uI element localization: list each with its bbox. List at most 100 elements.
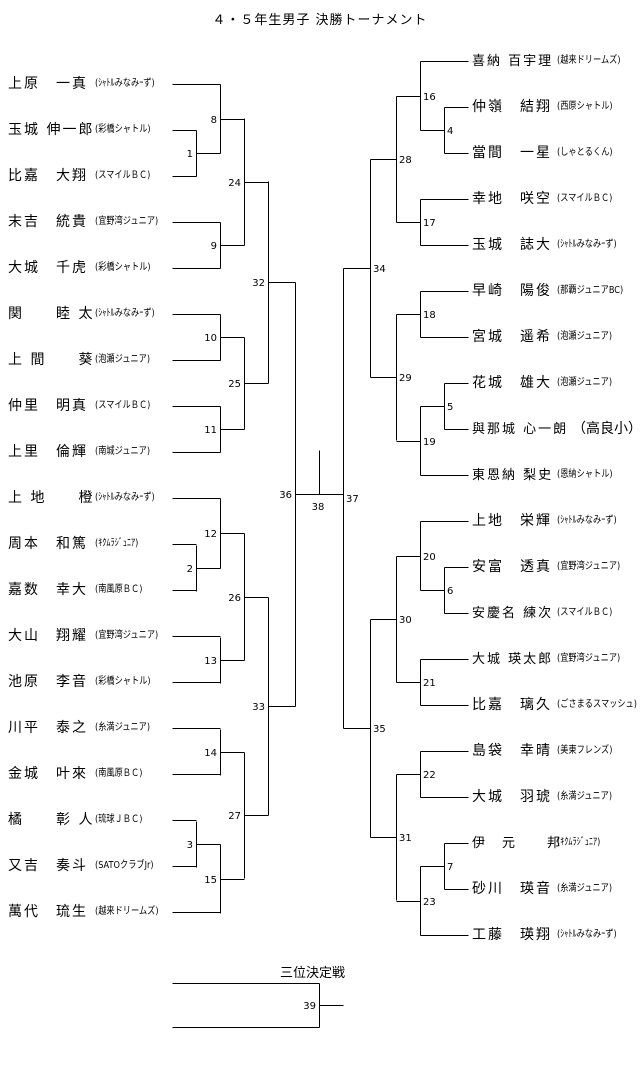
player-entry: 金城 叶來(南風原ＢＣ) [8,765,173,783]
player-name: 與那城 心一朗 [472,422,569,437]
player-entry: 與那城 心一朗（高良小） [472,420,640,438]
match-number: 13 [204,656,217,667]
player-entry: 上原 一真 (ｼｬﾄﾙみなみｰず) [8,75,173,93]
player-entry: 砂川 瑛音 (糸満ジュニア) [472,880,637,898]
player-name: 大城 千虎 [8,260,88,276]
player-entry: 上 間 葵(泡瀬ジュニア) [8,351,173,369]
match-number: 26 [228,593,241,604]
player-entry: 上地 栄輝(ｼｬﾄﾙみなみｰず) [472,512,637,530]
player-entry: 比嘉 大翔 (スマイルＢＣ) [8,167,173,185]
player-team: (SATOクラブJr) [95,860,154,871]
player-entry: 花城 雄大(泡瀬ジュニア) [472,374,637,392]
player-name: 上原 一真 [8,76,88,92]
match-number: 23 [423,897,436,908]
match-number: 18 [423,310,436,321]
player-team: (宜野湾ジュニア) [557,653,621,664]
match-number: 35 [373,724,386,735]
player-name: 大城 瑛太郎 [472,652,554,667]
match-number: 38 [312,502,325,513]
player-name: 比嘉 大翔 [8,168,88,184]
player-entry: 大城 瑛太郎(宜野湾ジュニア) [472,650,637,668]
player-team: (糸満ジュニア) [557,791,613,802]
player-team: (南風原ＢＣ) [95,584,143,595]
player-name: 周本 和篤 [8,536,88,552]
player-team: (宜野湾ジュニア) [95,216,159,227]
player-entry: 伊 元 邦(ｷｸﾑﾗｼﾞｭﾆｱ) [472,834,637,852]
player-name: 安慶名 練次 [472,606,554,621]
player-team: (彩橋シャトル) [95,676,151,687]
player-team: (ｷｸﾑﾗｼﾞｭﾆｱ) [557,837,601,848]
match-number: 10 [204,333,217,344]
match-number: 3 [187,840,193,851]
player-entry: 玉城 伸一郎(彩橋シャトル) [8,121,173,139]
player-name: 金城 叶來 [8,766,88,782]
player-team: (泡瀬ジュニア) [557,331,613,342]
player-name: 伊 元 邦 [472,836,563,851]
match-number: 8 [211,115,217,126]
player-entry: 安富 透真(宜野湾ジュニア) [472,558,637,576]
match-number: 30 [399,615,412,626]
player-name: 萬代 琉生 [8,904,88,920]
player-team: (糸満ジュニア) [557,883,613,894]
player-team: (彩橋シャトル) [95,262,151,273]
player-entry: 川平 泰之(糸満ジュニア) [8,719,173,737]
match-number: 33 [252,702,265,713]
match-number: 16 [423,92,436,103]
player-entry: 池原 李音 (彩橋シャトル) [8,673,173,691]
player-name: 玉城 伸一郎 [8,122,95,138]
player-team: (美東フレンズ) [557,745,613,756]
player-name: 末吉 統貴 [8,214,88,230]
player-name: 早崎 陽俊 [472,283,552,299]
match-number: 27 [228,811,241,822]
match-number: 28 [399,155,412,166]
third-place-title: 三位決定戦 [280,966,346,981]
player-team: (ｷｸﾑﾗｼﾞｭﾆｱ) [95,538,139,549]
player-entry: 島袋 幸晴 (美東フレンズ) [472,742,637,760]
player-team: (スマイルＢＣ) [95,400,151,411]
player-entry: 末吉 統貴 (宜野湾ジュニア) [8,213,173,231]
player-name: 上 地 橙 [8,490,95,506]
match-number: 29 [399,373,412,384]
player-entry: 周本 和篤 (ｷｸﾑﾗｼﾞｭﾆｱ) [8,535,173,553]
match-number: 39 [303,1001,316,1012]
player-entry: 喜納 百宇理(越来ドリームズ) [472,52,637,70]
match-number: 17 [423,218,436,229]
player-name: 池原 李音 [8,674,88,690]
player-entry: 萬代 琉生(越来ドリームズ) [8,903,173,921]
match-number: 12 [204,529,217,540]
player-name: 嘉数 幸大 [8,582,88,598]
player-entry: 上 地 橙(ｼｬﾄﾙみなみｰず) [8,489,173,507]
match-number: 1 [187,149,193,160]
player-name: 仲里 明真 [8,398,88,414]
player-team: (スマイルＢＣ) [557,193,613,204]
player-name: 當間 一星 [472,145,552,161]
match-number: 4 [447,126,453,137]
match-number: 36 [279,490,292,501]
player-team: (宜野湾ジュニア) [557,561,621,572]
player-team: (ｼｬﾄﾙみなみｰず) [557,515,617,526]
player-entry: 玉城 誌大(ｼｬﾄﾙみなみｰず) [472,236,637,254]
player-team: (ｼｬﾄﾙみなみｰず) [95,78,155,89]
player-name: 橘 彰 人 [8,812,95,828]
player-entry: 大山 翔耀(宜野湾ジュニア) [8,627,173,645]
player-entry: 嘉数 幸大 (南風原ＢＣ) [8,581,173,599]
player-team: (泡瀬ジュニア) [557,377,613,388]
match-number: 14 [204,748,217,759]
player-name: 宮城 遥希 [472,329,552,345]
player-team: (ｼｬﾄﾙみなみｰず) [95,492,155,503]
player-name: 喜納 百宇理 [472,54,554,69]
player-name: 川平 泰之 [8,720,88,736]
player-team: (ｼｬﾄﾙみなみｰず) [95,308,155,319]
player-team: (スマイルＢＣ) [95,170,151,181]
match-number: 2 [187,564,193,575]
player-entry: 上里 倫輝(南城ジュニア) [8,443,173,461]
player-name: 島袋 幸晴 [472,743,552,759]
match-number: 24 [228,178,241,189]
player-team: (恩納シャトル) [557,469,613,480]
player-team: (彩橋シャトル) [95,124,151,135]
player-name: 工藤 瑛翔 [472,927,552,943]
player-name: 砂川 瑛音 [472,881,552,897]
match-number: 15 [204,875,217,886]
player-entry: 早崎 陽俊(那覇ジュニアBC) [472,282,637,300]
